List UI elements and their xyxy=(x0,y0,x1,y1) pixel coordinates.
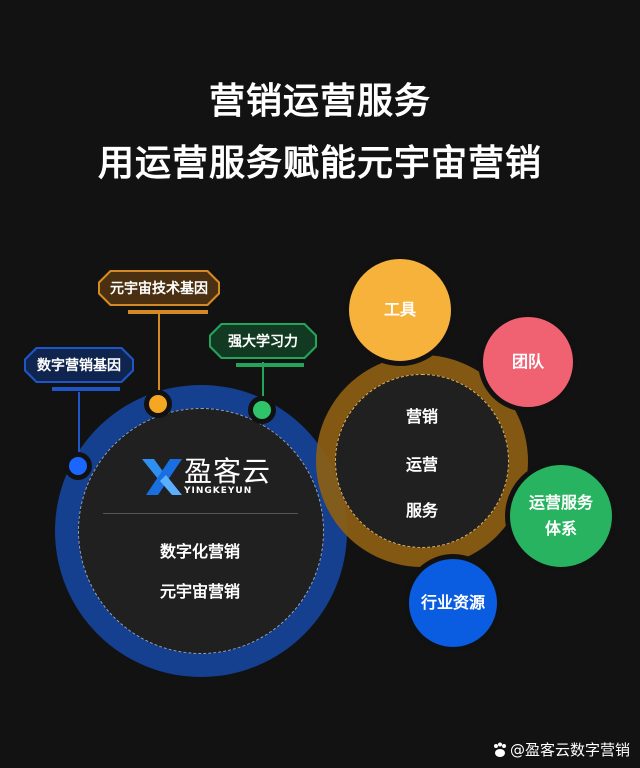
right-circle-line1: 营销 xyxy=(405,407,438,426)
connector-dot-learning xyxy=(248,396,276,424)
left-circle-line2: 元宇宙营销 xyxy=(159,582,240,601)
bubble-team: 团队 xyxy=(478,312,578,412)
bubble-industry-label: 行业资源 xyxy=(420,593,485,613)
bubble-ops-label-1: 运营服务 xyxy=(528,493,593,513)
left-circle-core xyxy=(78,408,324,654)
tag-digital-marketing-gene: 数字营销基因 xyxy=(24,347,134,383)
tag-digital-label: 数字营销基因 xyxy=(37,358,121,374)
title-line-2: 用运营服务赋能元宇宙营销 xyxy=(97,143,542,184)
connector-dot-tech xyxy=(144,390,172,418)
yingkeyun-logo: 盈客云 YINGKEYUN xyxy=(142,458,271,496)
tag-learning-label: 强大学习力 xyxy=(228,334,298,350)
connector-line-tech xyxy=(158,312,160,402)
connector-line-digital xyxy=(78,392,80,464)
footer-text: @盈客云数字营销 xyxy=(509,741,630,759)
right-circle-line3: 服务 xyxy=(405,501,438,520)
connector-line-learning xyxy=(262,362,264,402)
right-circle-core xyxy=(335,374,509,548)
tag-learning-underline xyxy=(236,363,304,367)
logo-english-name: YINGKEYUN xyxy=(184,486,253,496)
logo-divider xyxy=(103,513,298,514)
bubble-ops-label-2: 体系 xyxy=(544,519,577,538)
paw-icon xyxy=(493,742,506,757)
tag-tech-underline xyxy=(128,310,208,314)
connector-dot-digital xyxy=(64,452,92,480)
tag-strong-learning: 强大学习力 xyxy=(209,323,317,359)
tag-tech-label: 元宇宙技术基因 xyxy=(110,281,208,297)
bubble-team-label: 团队 xyxy=(511,352,544,372)
left-circle-line1: 数字化营销 xyxy=(159,542,240,561)
right-circle-line2: 运营 xyxy=(405,455,438,474)
logo-x-icon xyxy=(142,459,182,495)
bubble-industry-resources: 行业资源 xyxy=(404,554,502,652)
bubble-tools-label: 工具 xyxy=(383,300,416,320)
tag-digital-underline xyxy=(52,387,120,391)
bubble-ops-system: 运营服务 体系 xyxy=(505,460,617,572)
bubble-tools: 工具 xyxy=(344,254,456,366)
logo-chinese-name: 盈客云 xyxy=(184,455,272,488)
footer-watermark: @盈客云数字营销 xyxy=(492,739,630,760)
tag-metaverse-tech-gene: 元宇宙技术基因 xyxy=(98,270,220,306)
title-line-1: 营销运营服务 xyxy=(208,81,431,122)
